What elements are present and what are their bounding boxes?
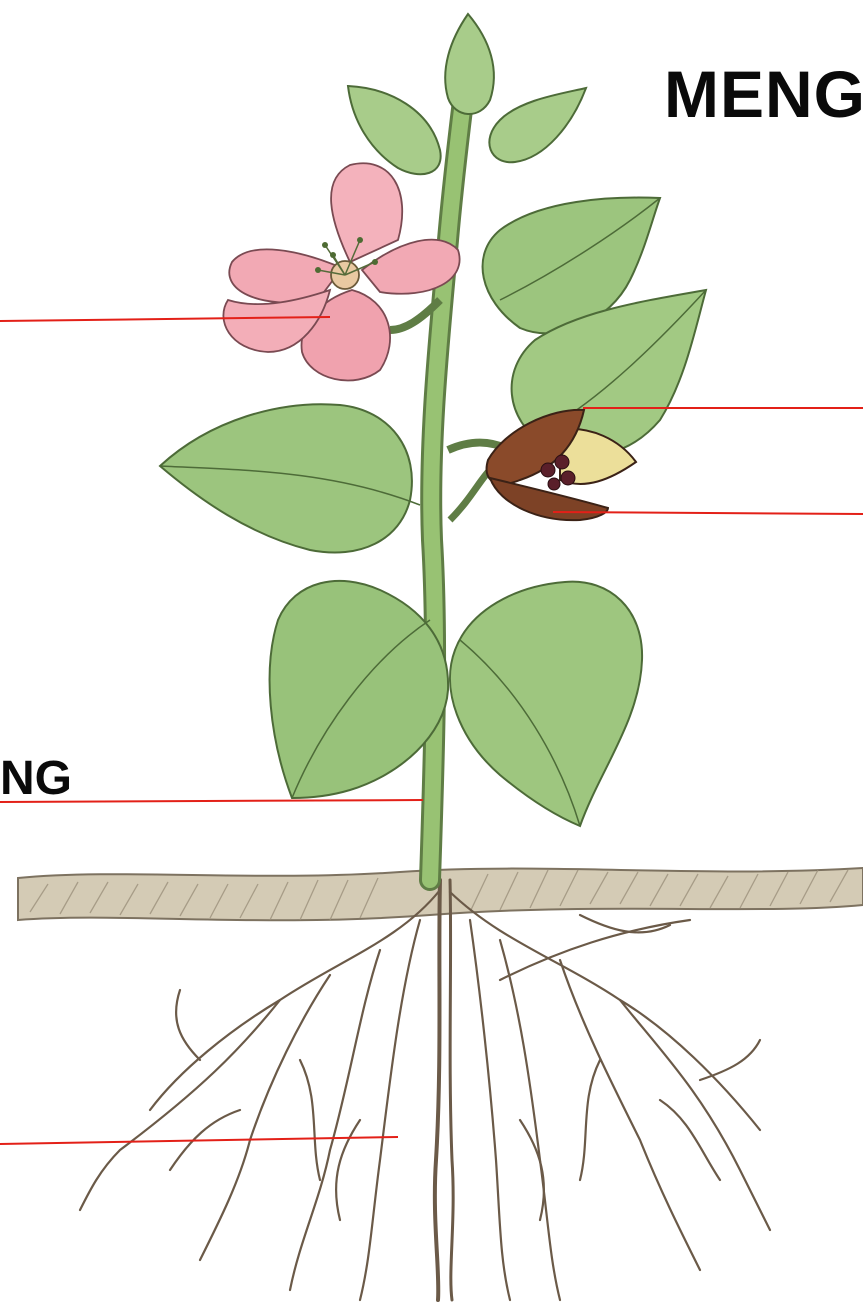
- leader-line-root: [0, 1137, 398, 1144]
- stem-label: NG: [0, 751, 72, 806]
- flower-illustration: [223, 163, 459, 380]
- root-illustration: [80, 880, 770, 1300]
- diagram-title: MENG: [664, 56, 863, 132]
